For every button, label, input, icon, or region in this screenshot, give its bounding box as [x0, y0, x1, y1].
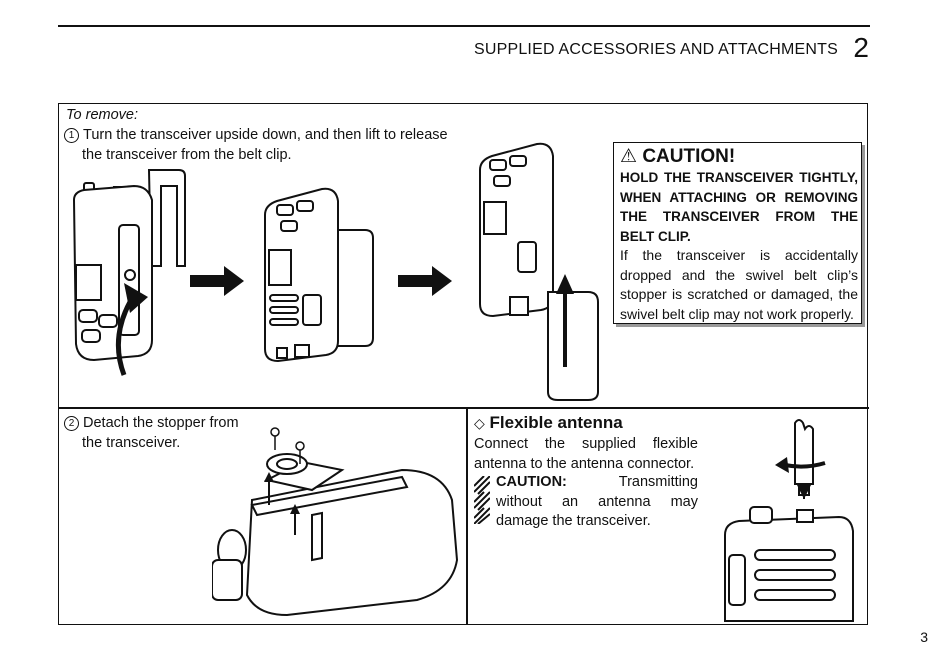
- stopper-removal-illustration: [212, 427, 459, 617]
- antenna-caution: CAUTION: Transmitting without an antenna…: [496, 473, 698, 532]
- vertical-divider: [466, 407, 468, 625]
- transceiver-lifted-illustration: [479, 142, 599, 401]
- step2-line2: the transceiver.: [82, 435, 181, 451]
- caution-box: [613, 142, 862, 324]
- antenna-heading: ◇ Flexible antenna: [474, 413, 623, 433]
- right-arrow-icon: [398, 266, 452, 296]
- step1-line1: Turn the transceiver upside down, and th…: [83, 127, 448, 143]
- step1-marker: 1: [64, 128, 79, 143]
- step2-text: 2 Detach the stopper from: [64, 413, 239, 433]
- right-arrow-icon: [190, 266, 244, 296]
- remove-heading: To remove:: [66, 107, 138, 123]
- warning-triangle-icon: ⚠: [620, 146, 638, 167]
- caution-heading-text: CAUTION!: [642, 146, 736, 167]
- hatched-caution-icon: [474, 476, 490, 524]
- step1-text: 1 Turn the transceiver upside down, and t…: [64, 125, 464, 145]
- diamond-outline-icon: ◇: [474, 415, 485, 431]
- caution-bold-text: HOLD THE TRANSCEIVER TIGHTLY, WHEN ATTAC…: [620, 170, 858, 244]
- caution-body-text: If the transceiver is accidentally dropp…: [620, 247, 858, 322]
- content-frame: [58, 103, 868, 625]
- antenna-attach-illustration: [724, 419, 854, 622]
- antenna-heading-text: Flexible antenna: [489, 413, 623, 432]
- section-number: 2: [853, 32, 869, 63]
- step2-marker: 2: [64, 416, 79, 431]
- transceiver-inverted-illustration: [264, 187, 374, 363]
- step1-line2: the transceiver from the belt clip.: [82, 147, 292, 163]
- transceiver-on-clip-illustration: [72, 169, 186, 376]
- antenna-body: Connect the supplied flexible antenna to…: [474, 436, 698, 472]
- top-rule: [58, 25, 870, 27]
- antenna-caution-text: Transmitting without an antenna may dama…: [496, 474, 698, 529]
- caution-heading: ⚠ CAUTION!: [620, 145, 735, 168]
- step2-line1: Detach the stopper from: [83, 415, 239, 431]
- horizontal-divider: [58, 407, 869, 409]
- antenna-caution-label: CAUTION:: [496, 474, 567, 490]
- section-title: SUPPLIED ACCESSORIES AND ATTACHMENTS: [473, 41, 838, 58]
- page-number: 3: [920, 629, 928, 645]
